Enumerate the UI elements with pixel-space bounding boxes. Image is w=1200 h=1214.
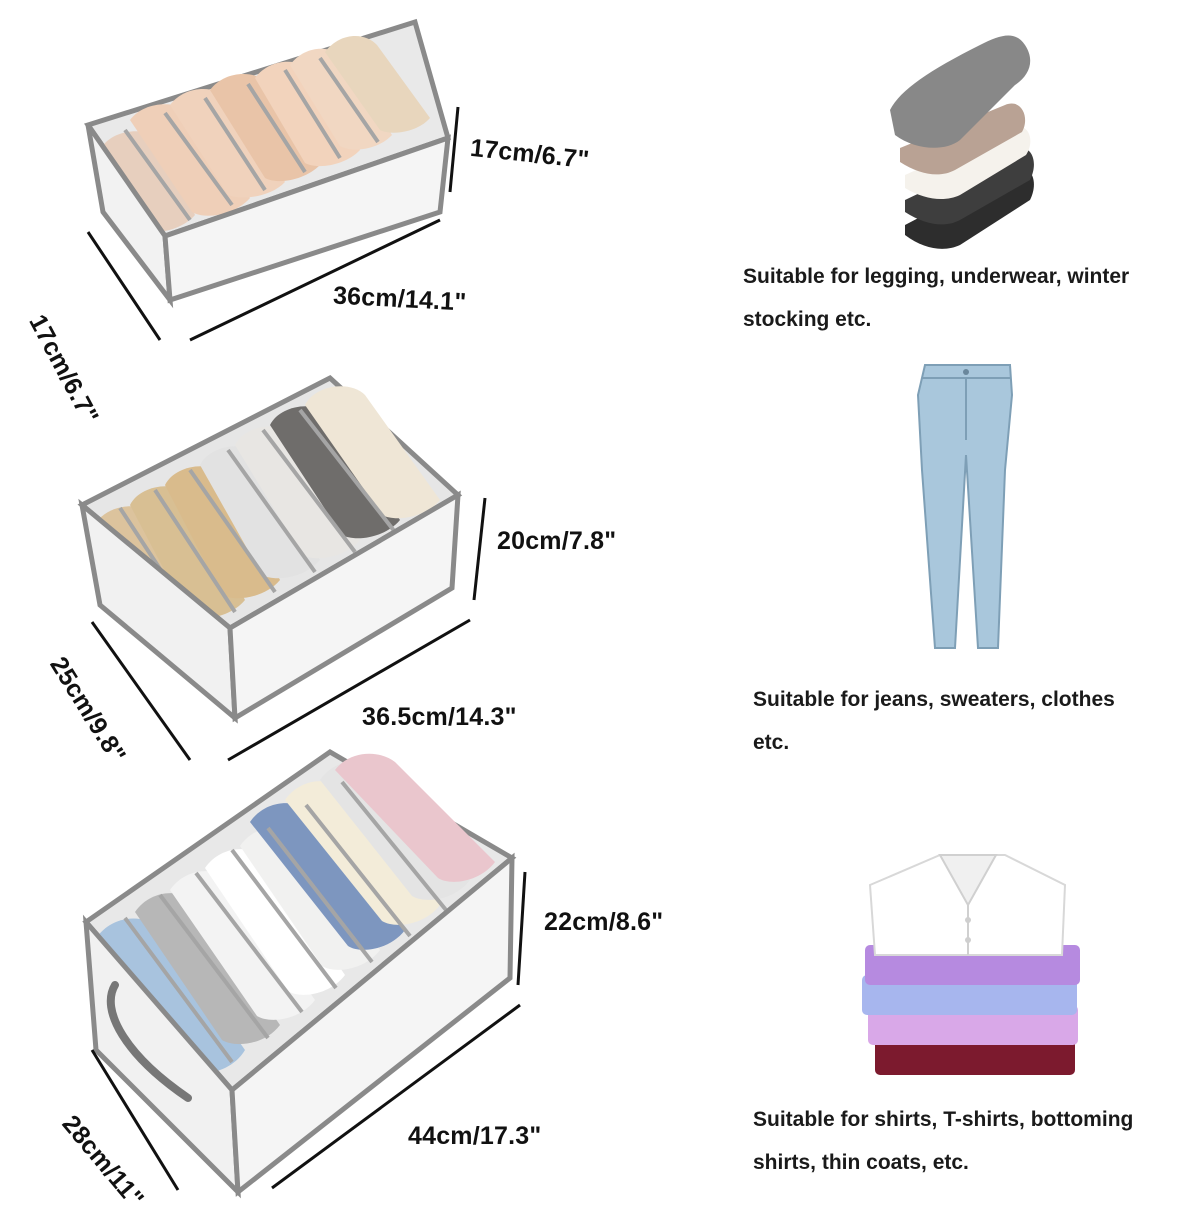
organizer-small-height-label: 17cm/6.7" [468, 133, 591, 175]
use-caption-stockings: Suitable for legging, underwear, winter … [743, 255, 1129, 341]
organizer-medium-depth-label: 25cm/9.8" [44, 652, 132, 769]
use-caption-line: shirts, thin coats, etc. [753, 1151, 969, 1174]
organizer-large-length-label: 44cm/17.3" [408, 1122, 542, 1150]
use-caption-line: etc. [753, 731, 790, 754]
organizer-small-length-label: 36cm/14.1" [332, 281, 468, 317]
organizer-medium-height-label: 20cm/7.8" [497, 527, 617, 555]
use-caption-shirts: Suitable for shirts, T-shirts, bottoming… [753, 1098, 1133, 1184]
use-caption-line: stocking etc. [743, 308, 872, 331]
organizer-medium-length-label: 36.5cm/14.3" [362, 703, 517, 731]
organizer-large-height-label: 22cm/8.6" [544, 908, 664, 936]
use-caption-line: Suitable for legging, underwear, winter [743, 265, 1130, 288]
organizer-large-depth-label: 28cm/11" [56, 1110, 150, 1213]
use-caption-jeans: Suitable for jeans, sweaters, clothes et… [753, 678, 1115, 764]
organizer-small-depth-label: 17cm/6.7" [23, 310, 105, 429]
use-caption-line: Suitable for jeans, sweaters, clothes [753, 688, 1115, 711]
use-caption-line: Suitable for shirts, T-shirts, bottoming [753, 1108, 1134, 1131]
